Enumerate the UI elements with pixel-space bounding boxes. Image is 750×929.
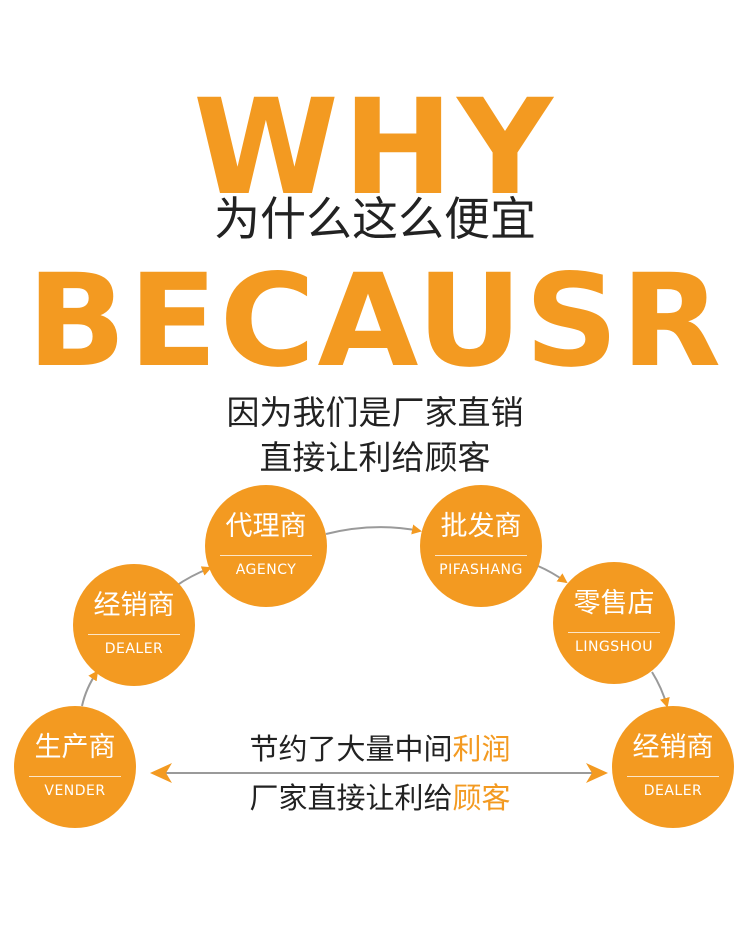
node-divider (87, 634, 181, 635)
because-headline: BECAUSR (26, 247, 724, 396)
node-divider (28, 776, 122, 777)
savings-note-text: 节约了大量中间 (249, 732, 453, 766)
why-headline: WHY (193, 71, 557, 225)
direct-note-text: 厂家直接让利给 (249, 781, 453, 815)
node-lingshou-en: LINGSHOU (575, 639, 653, 655)
node-pifashang-en: PIFASHANG (439, 562, 523, 578)
connector-vender-dealer (81, 670, 99, 707)
connector-lingshou-dealer (651, 671, 670, 708)
node-divider (434, 555, 528, 556)
node-vender-en: VENDER (44, 783, 106, 799)
node-divider (626, 776, 720, 777)
node-divider (567, 632, 661, 633)
node-dealer-left: 经销商 DEALER (73, 564, 195, 686)
node-agency-cn: 代理商 (225, 511, 307, 542)
node-pifashang: 批发商 PIFASHANG (420, 485, 542, 607)
node-lingshou: 零售店 LINGSHOU (553, 562, 675, 684)
reason-line-2: 直接让利给顾客 (259, 438, 491, 477)
direct-arrow-left-head (150, 763, 172, 783)
connector-agency-pifashang (325, 524, 422, 535)
node-dealer-right: 经销商 DEALER (612, 706, 734, 828)
node-divider (219, 555, 313, 556)
node-dealer-left-cn: 经销商 (93, 590, 175, 621)
direct-arrow-right-head (586, 763, 608, 783)
node-pifashang-cn: 批发商 (440, 511, 522, 542)
node-dealer-left-en: DEALER (104, 641, 164, 657)
savings-note: 节约了大量中间利润 (160, 735, 600, 764)
node-dealer-right-cn: 经销商 (632, 732, 714, 763)
node-dealer-right-en: DEALER (643, 783, 703, 799)
node-vender-cn: 生产商 (34, 732, 116, 763)
node-agency: 代理商 AGENCY (205, 485, 327, 607)
direct-note: 厂家直接让利给顾客 (160, 784, 600, 813)
connector-pifashang-lingshou (537, 565, 568, 584)
reason-line-1: 因为我们是厂家直销 (226, 393, 524, 432)
savings-note-highlight: 利润 (452, 732, 511, 766)
direct-note-highlight: 顾客 (452, 781, 511, 815)
node-agency-en: AGENCY (235, 562, 297, 578)
node-vender: 生产商 VENDER (14, 706, 136, 828)
why-subtitle: 为什么这么便宜 (214, 192, 536, 246)
node-lingshou-cn: 零售店 (573, 588, 655, 619)
